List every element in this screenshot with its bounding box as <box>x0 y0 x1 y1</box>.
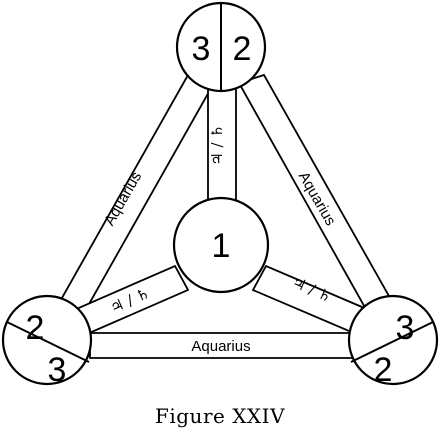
band-bottom-outer-label: Aquarius <box>191 338 250 355</box>
circle-right: 3 2 <box>347 294 439 389</box>
figure-caption: Figure XXIV <box>154 404 286 428</box>
circle-left-upper-number: 2 <box>26 309 45 347</box>
circle-right-upper-number: 3 <box>396 309 415 347</box>
band-top-inner-label: ♃ / ♄ <box>208 124 226 165</box>
circle-left-lower-number: 3 <box>48 351 67 389</box>
band-top-inner: ♃ / ♄ <box>207 85 237 203</box>
circle-left: 2 3 <box>1 294 93 389</box>
circle-top-left-number: 3 <box>192 30 211 68</box>
band-bottom-outer: Aquarius <box>89 332 353 359</box>
circle-center-number: 1 <box>212 227 231 265</box>
circle-center: 1 <box>172 196 270 294</box>
circle-top-right-number: 2 <box>233 30 252 68</box>
circle-right-lower-number: 2 <box>374 351 393 389</box>
circle-top: 3 2 <box>175 1 267 93</box>
